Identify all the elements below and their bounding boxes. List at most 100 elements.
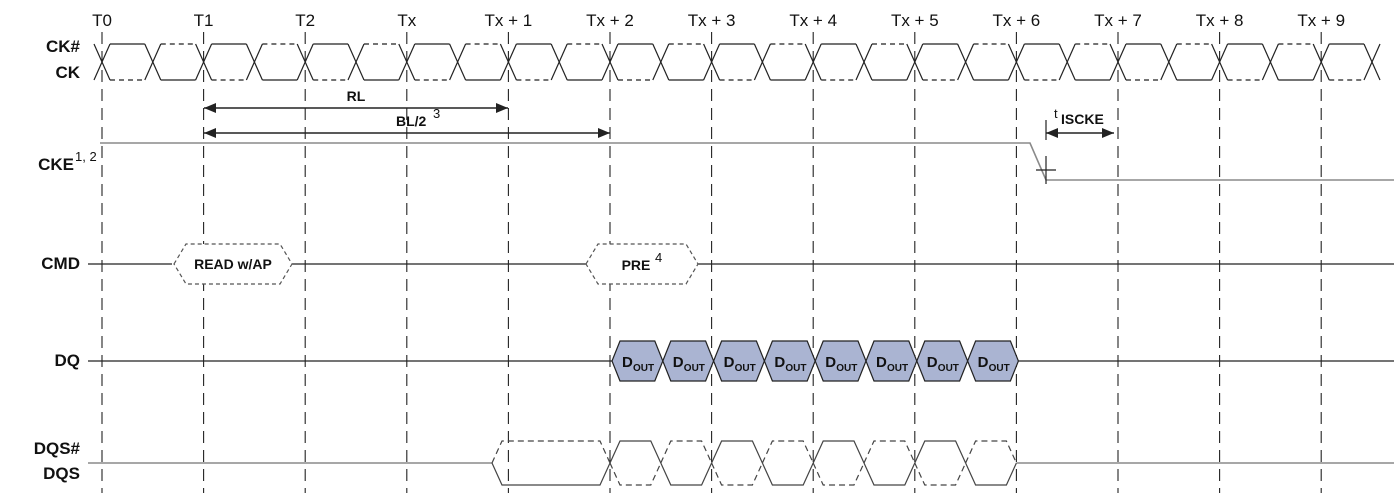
ck-label: CK [55,63,80,82]
dqs-toggle [914,462,967,486]
dqs-label: DQS [43,464,80,483]
pre-command-superscript: 4 [655,250,662,265]
ck-crossing [601,43,619,81]
dqs-toggle [711,440,763,464]
dqs-toggle [965,440,1017,464]
dq-dout-subscript: OUT [633,363,654,374]
ck-crossing [804,43,822,81]
time-label: Tx + 2 [586,11,634,30]
ck-crossing [398,43,416,81]
dq-dout-subscript: OUT [735,363,756,374]
time-label: Tx + 4 [789,11,837,30]
dqs-toggle [863,462,916,486]
dqs-preamble [491,440,611,464]
dqs-preamble [491,462,611,486]
dq-dout-subscript: OUT [836,363,857,374]
ck-crossing [347,43,365,81]
dqs-toggle [914,440,967,464]
dq-dout-label: D [724,354,735,371]
read-command-label: READ w/AP [194,256,272,272]
rl-label: RL [347,88,366,104]
ck-crossing [144,43,162,81]
tiscke-label: ISCKE [1061,111,1104,127]
dqs-toggle [660,440,713,464]
time-label: Tx + 9 [1297,11,1345,30]
dqs-toggle [761,440,814,464]
ck-crossing [93,43,111,81]
dq-dout-label: D [978,354,989,371]
ck-crossing [449,43,467,81]
ck-crossing [1160,43,1178,81]
ck-crossing [550,43,568,81]
cmd-label: CMD [41,254,80,273]
dq-dout-subscript: OUT [887,363,908,374]
dq-dout-label: D [927,354,938,371]
ck-crossing [906,43,924,81]
dqs-toggle [609,462,662,486]
cke-waveform [100,142,1394,184]
pre-command-label: PRE [622,257,651,273]
cke-label-superscript: 1, 2 [75,149,97,164]
dqs-waveform [88,440,1394,486]
ck-crossing [855,43,873,81]
ck-crossing [296,43,314,81]
dq-dout-subscript: OUT [684,363,705,374]
dqs-toggle [711,462,763,486]
ck-crossing [1211,43,1229,81]
time-label: T0 [92,11,112,30]
time-axis-labels: T0 T1 T2 Tx Tx + 1 Tx + 2 Tx + 3 Tx + 4 Tx + 5 Tx… [92,11,1345,30]
dq-dout-label: D [622,354,633,371]
time-label: T1 [194,11,214,30]
dq-dout-subscript: OUT [785,363,806,374]
dq-dout-label: D [673,354,684,371]
dq-label: DQ [55,351,81,370]
time-label: T2 [295,11,315,30]
ck-crossing [753,43,771,81]
ck-crossing [499,43,517,81]
bl-arrow [204,128,610,138]
ck-crossing [1058,43,1076,81]
bl-label-superscript: 3 [433,106,440,121]
time-label: Tx [397,11,416,30]
ck-crossing [195,43,213,81]
time-label: Tx + 6 [993,11,1041,30]
time-label: Tx + 1 [485,11,533,30]
dqs-toggle [863,440,916,464]
dqs-n-label: DQS# [34,439,81,458]
ck-crossing [1261,43,1279,81]
dqs-toggle [965,462,1017,486]
dqs-toggle [761,462,814,486]
dq-dout-subscript: OUT [938,363,959,374]
dqs-toggle [812,440,865,464]
dq-dout-label: D [774,354,785,371]
dq-dout-subscript: OUT [989,363,1010,374]
ck-crossing [703,43,721,81]
tiscke-t-prefix: t [1054,106,1058,121]
ck-crossing [245,43,263,81]
time-label: Tx + 7 [1094,11,1142,30]
ck-crossing [652,43,670,81]
ck-n-label: CK# [46,37,81,56]
time-label: Tx + 5 [891,11,939,30]
read-command-box [173,243,293,285]
ck-crossing [1109,43,1127,81]
time-label: Tx + 3 [688,11,736,30]
ck-crossing [1363,43,1381,81]
ck-waveform [93,43,1381,81]
pre-command-box [585,243,699,285]
tiscke-arrow [1045,120,1114,140]
ck-crossing [957,43,975,81]
dqs-toggle [812,462,865,486]
dqs-toggle [609,440,662,464]
dqs-toggle [660,462,713,486]
time-label: Tx + 8 [1196,11,1244,30]
